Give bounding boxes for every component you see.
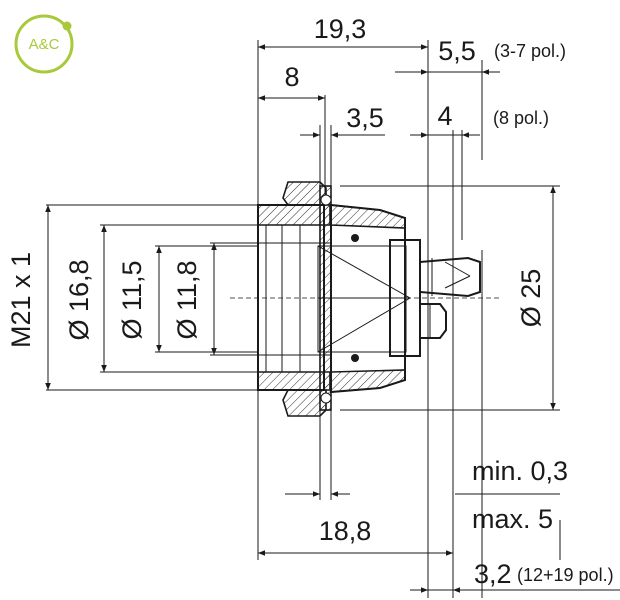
dim-25: Ø 25	[340, 185, 560, 411]
label-max-5: max. 5	[472, 504, 553, 534]
logo-dot	[62, 21, 72, 31]
dim-16-8: Ø 16,8	[64, 224, 258, 373]
label-8: 8	[284, 62, 299, 92]
label-11-5: Ø 11,5	[117, 260, 147, 339]
connector-body	[230, 181, 500, 417]
logo-text: A&C	[29, 36, 60, 53]
note-12-19-pol: (12+19 pol.)	[517, 565, 614, 585]
label-4: 4	[437, 101, 452, 131]
label-25: Ø 25	[516, 269, 546, 328]
label-11-8: Ø 11,8	[172, 260, 202, 339]
contact-bottom	[419, 303, 447, 339]
dim-11-8: Ø 11,8	[172, 242, 262, 356]
dim-8: 8	[258, 62, 325, 101]
dim-19-3: 19,3	[258, 14, 428, 50]
dim-18-8: 18,8	[258, 516, 453, 556]
dim-min-max: min. 0,3 max. 5	[285, 456, 568, 534]
rear-cap	[389, 239, 421, 357]
contact-top	[419, 256, 481, 298]
note-3-7-pol: (3-7 pol.)	[494, 41, 566, 61]
label-5-5: 5,5	[438, 36, 476, 66]
dim-4: 4 (8 pol.)	[410, 101, 549, 138]
dim-5-5: 5,5 (3-7 pol.)	[395, 36, 566, 160]
label-3-5: 3,5	[346, 103, 384, 133]
seal-bottom	[351, 354, 359, 362]
logo: A&C	[14, 14, 74, 74]
dim-m21: M21 x 1	[6, 204, 258, 391]
logo-ring	[14, 14, 74, 74]
label-m21: M21 x 1	[6, 252, 36, 348]
dim-11-5: Ø 11,5	[117, 245, 258, 353]
label-min-0-3: min. 0,3	[472, 456, 568, 486]
front-sleeve	[257, 204, 325, 391]
dim-3-2: 3,2 (12+19 pol.)	[410, 559, 620, 593]
extension-lines	[257, 40, 561, 598]
label-19-3: 19,3	[314, 14, 367, 44]
note-8-pol: (8 pol.)	[493, 108, 549, 128]
label-18-8: 18,8	[319, 516, 372, 546]
seal-top	[351, 234, 359, 242]
label-3-2: 3,2	[474, 559, 512, 589]
label-16-8: Ø 16,8	[64, 259, 94, 340]
